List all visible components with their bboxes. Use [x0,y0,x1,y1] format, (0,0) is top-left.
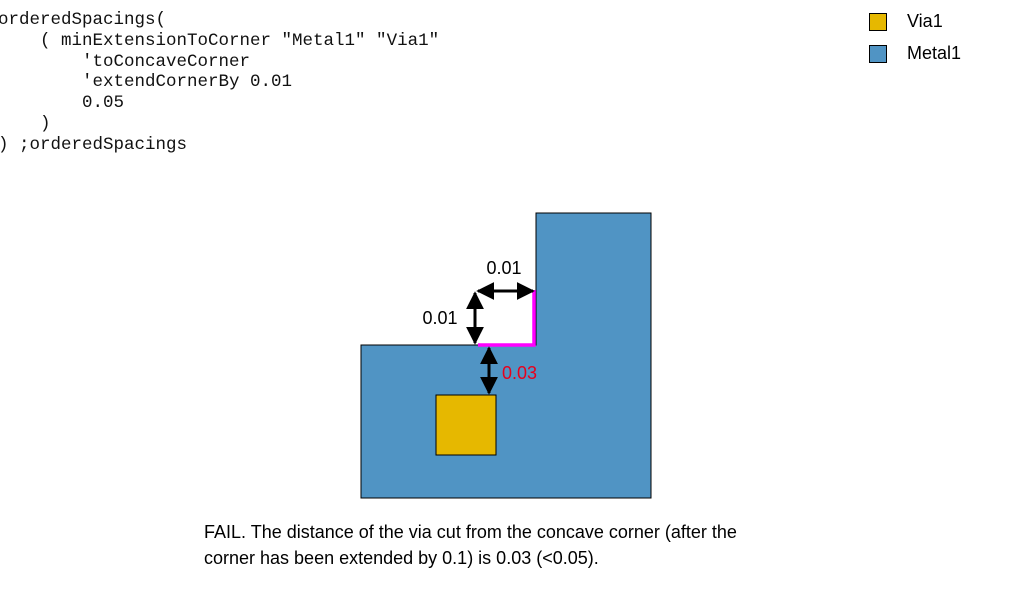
code-line: ) ;orderedSpacings [0,134,188,155]
code-line: 'extendCornerBy 0.01 [0,72,293,93]
extension-horizontal-label: 0.01 [486,258,521,278]
measured-distance-label: 0.03 [502,363,537,383]
metal1-shape [360,212,652,499]
caption: FAIL. The distance of the via cut from t… [204,519,737,571]
via1-swatch [869,13,887,31]
rule-code-block: orderedSpacings( ( minExtensionToCorner … [0,10,439,156]
code-line: ) [0,113,51,134]
code-line: orderedSpacings( [0,10,167,30]
legend-label-via1: Via1 [907,11,943,31]
metal1-swatch [869,45,887,63]
caption-line: FAIL. The distance of the via cut from t… [204,522,737,542]
legend-label-metal1: Metal1 [907,43,962,63]
code-line: 0.05 [0,93,125,114]
via1-shape [435,394,497,456]
extended-corner-edge [478,290,536,347]
caption-line: corner has been extended by 0.1) is 0.03… [204,548,599,568]
code-line: ( minExtensionToCorner "Metal1" "Via1" [0,30,440,51]
extension-vertical-label: 0.01 [422,308,457,328]
code-line: 'toConcaveCorner [0,51,251,72]
